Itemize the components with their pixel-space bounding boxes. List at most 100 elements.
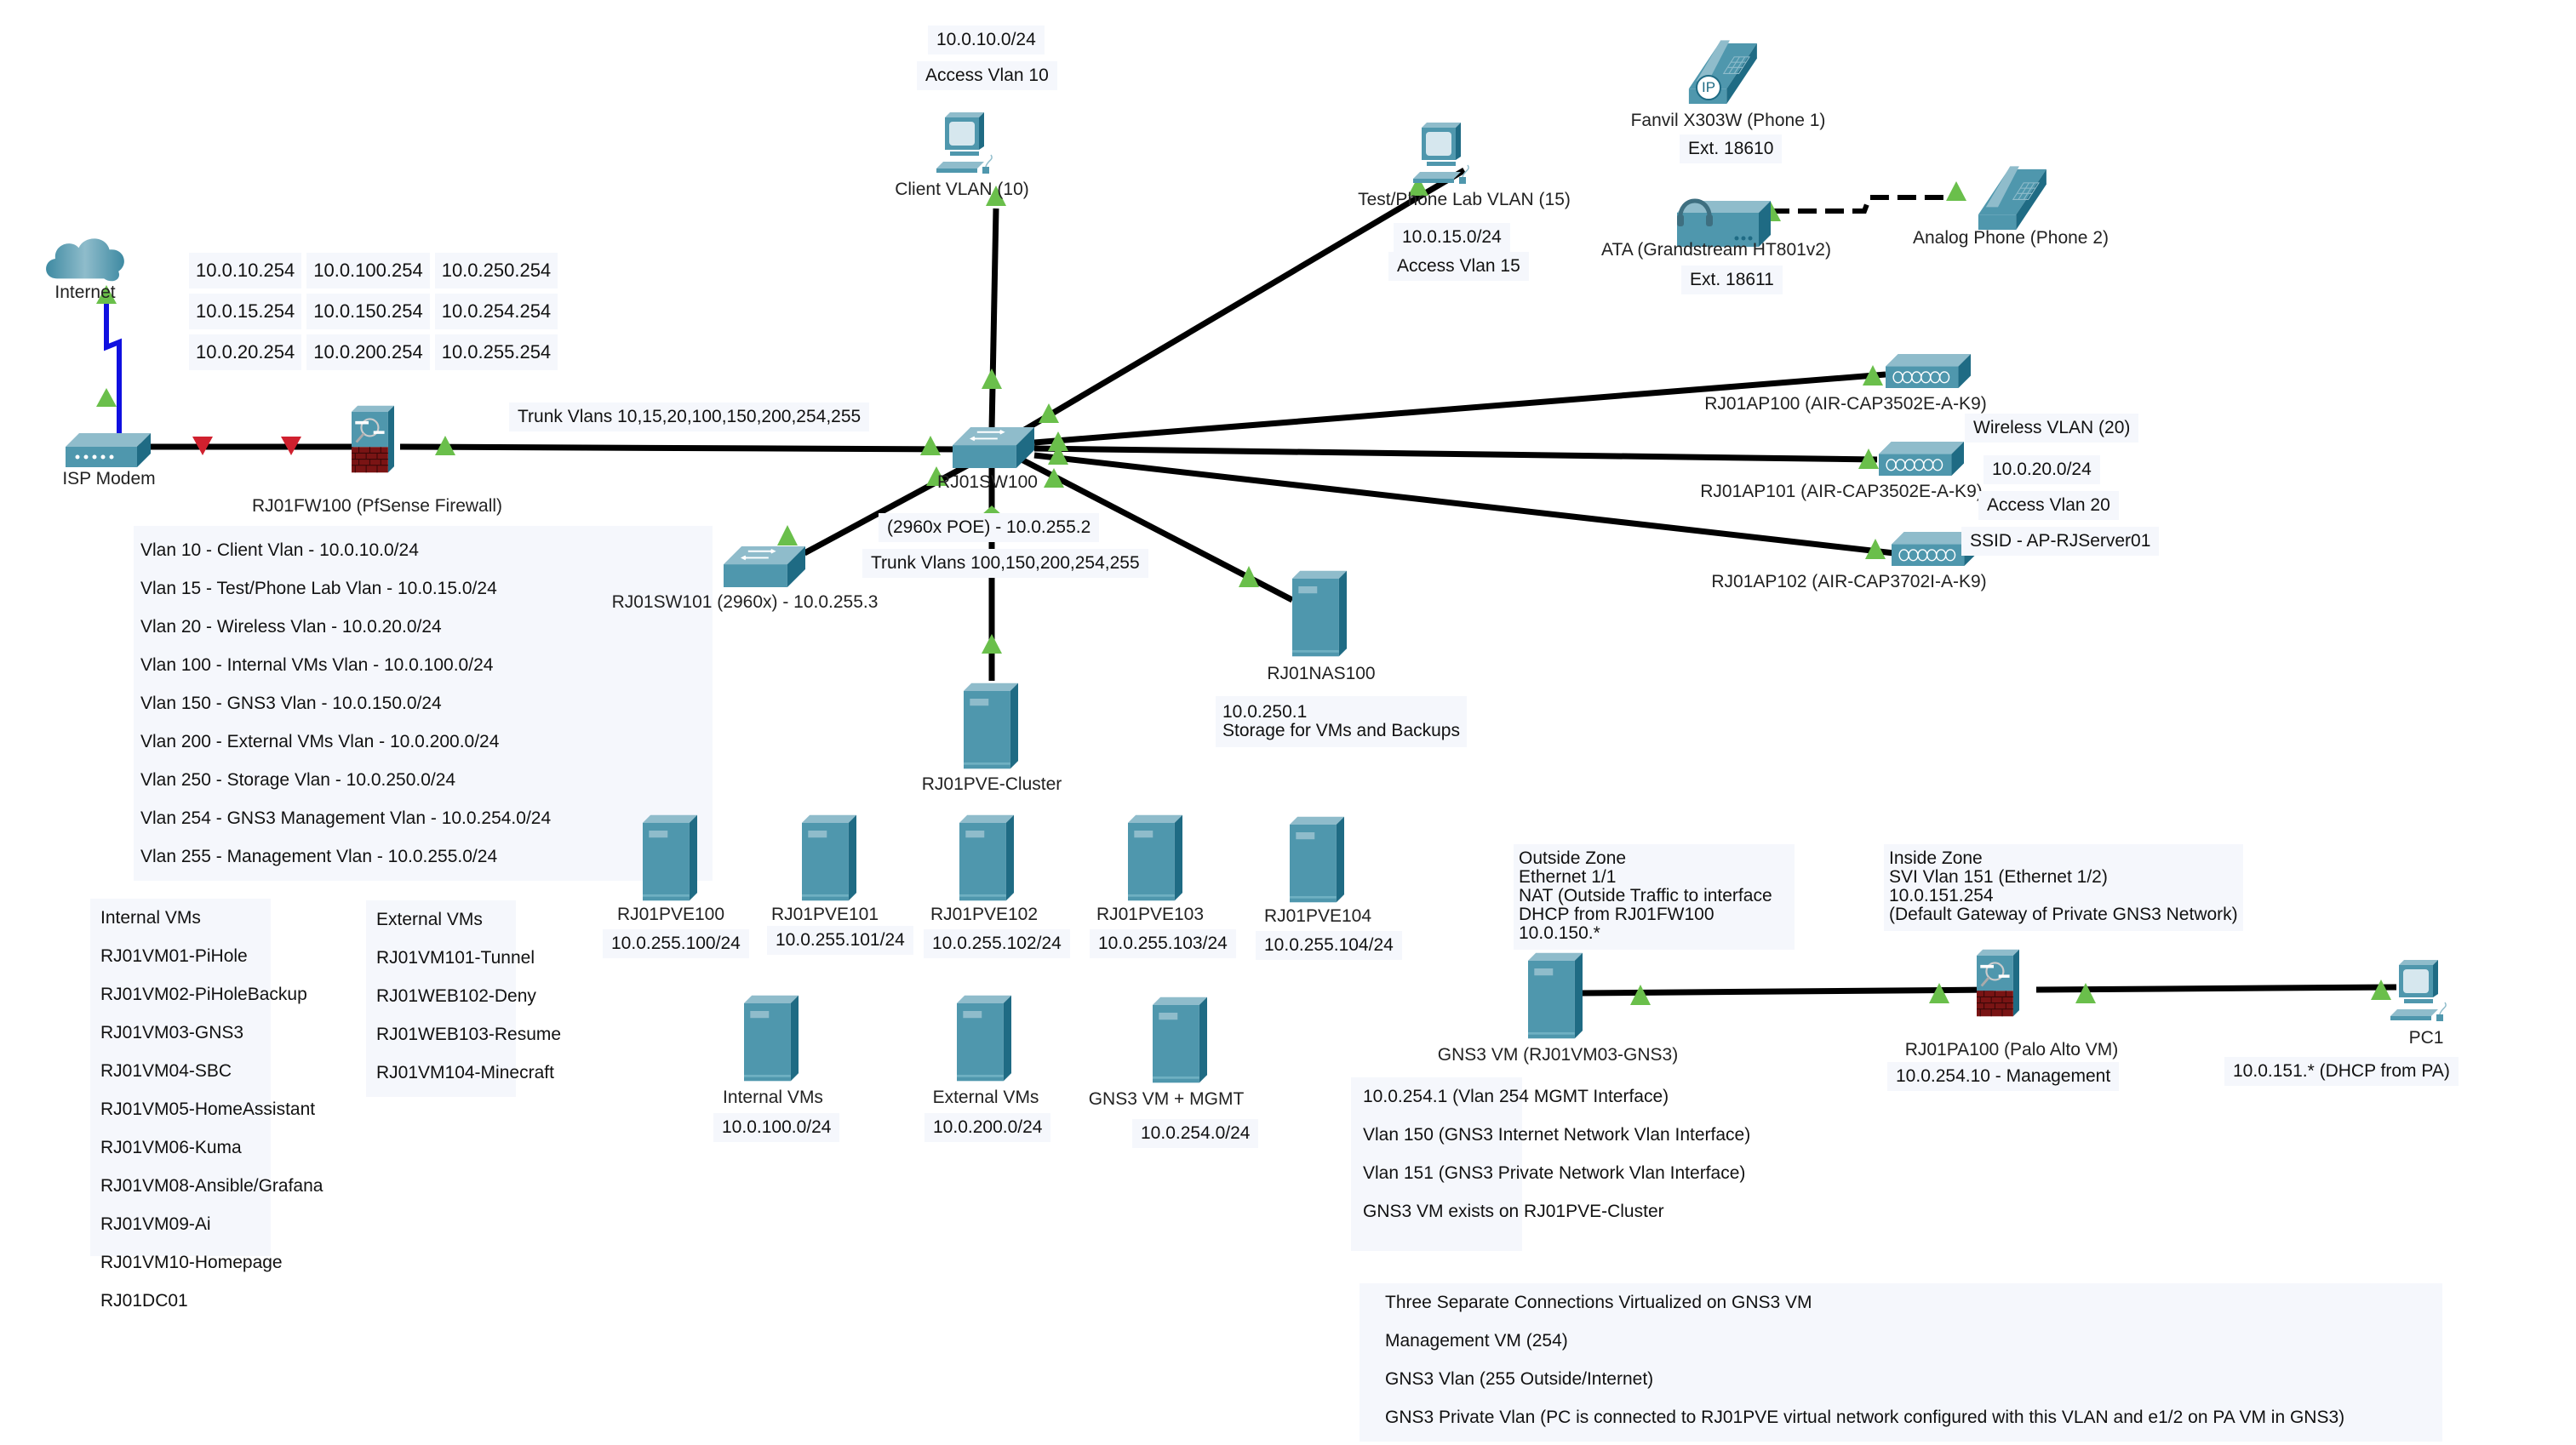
server-icon[interactable]	[964, 681, 1018, 771]
nas-note: 10.0.250.1 Storage for VMs and Backups	[1216, 696, 1467, 747]
port-up-marker	[1239, 566, 1259, 587]
server-icon[interactable]	[1528, 951, 1583, 1041]
server-icon	[1153, 995, 1207, 1085]
cloud-icon[interactable]	[41, 231, 131, 286]
external-vms-list: External VMs RJ01VM101-Tunnel RJ01WEB102…	[366, 900, 562, 1097]
vm-group-name: External VMs	[932, 1088, 1039, 1107]
ip-phone-ext: Ext. 18610	[1680, 134, 1783, 163]
test-subnet-note: 10.0.15.0/24	[1394, 223, 1510, 252]
gateway-ip: 10.0.100.254	[306, 253, 430, 288]
pve-node[interactable]: RJ01PVE101 10.0.255.101/24	[762, 813, 913, 957]
firewall-icon[interactable]	[1977, 949, 2019, 1017]
vm-group[interactable]: Internal VMs 10.0.100.0/24	[707, 991, 843, 1145]
gateway-ip: 10.0.150.254	[306, 294, 430, 329]
gns3-summary-item: GNS3 Vlan (255 Outside/Internet)	[1385, 1369, 1654, 1389]
port-up-marker	[982, 368, 1002, 389]
external-vm-item: RJ01WEB103-Resume	[376, 1025, 562, 1044]
internal-vm-item: RJ01VM10-Homepage	[100, 1253, 283, 1272]
gateway-ip: 10.0.200.254	[306, 334, 430, 370]
port-down-marker	[281, 437, 301, 455]
switch-icon[interactable]	[722, 546, 807, 587]
pve-node[interactable]: RJ01PVE104 10.0.255.104/24	[1256, 813, 1405, 960]
pve-node[interactable]: RJ01PVE100 10.0.255.100/24	[596, 813, 749, 958]
vm-group[interactable]: GNS3 VM + MGMT 10.0.254.0/24	[1089, 991, 1260, 1148]
test-access-vlan-note: Access Vlan 15	[1388, 252, 1529, 281]
port-up-marker	[982, 634, 1002, 654]
internal-vm-item: RJ01VM09-Ai	[100, 1214, 211, 1234]
vm-group-net: 10.0.200.0/24	[924, 1113, 1051, 1142]
link-ata-analog-phone[interactable]	[1771, 195, 1958, 214]
gateway-ip: 10.0.15.254	[189, 294, 302, 329]
pve-node-ip: 10.0.255.102/24	[924, 929, 1070, 958]
pc1-ip-note: 10.0.151.* (DHCP from PA)	[2224, 1057, 2459, 1086]
port-up-marker	[435, 436, 455, 455]
link-firewall-switch[interactable]	[399, 443, 963, 453]
vm-group-name: Internal VMs	[723, 1088, 823, 1107]
port-down-marker	[192, 437, 213, 455]
external-vm-item: RJ01VM101-Tunnel	[376, 948, 535, 968]
switch-icon[interactable]	[951, 427, 1036, 468]
client-subnet-note: 10.0.10.0/24	[928, 26, 1045, 54]
port-up-marker	[986, 186, 1006, 206]
pve-node-name: RJ01PVE100	[616, 905, 725, 924]
analog-phone-label: Analog Phone (Phone 2)	[1912, 228, 2109, 248]
vlan-list-item: Vlan 150 - GNS3 Vlan - 10.0.150.0/24	[140, 694, 442, 713]
internal-vms-title: Internal VMs	[100, 908, 201, 928]
server-icon	[957, 993, 1011, 1083]
pve-node[interactable]: RJ01PVE102 10.0.255.102/24	[924, 813, 1070, 958]
link-internet-modem[interactable]	[104, 294, 122, 434]
pve-node-name: RJ01PVE104	[1263, 906, 1372, 926]
ap100-label: RJ01AP100 (AIR-CAP3502E-A-K9)	[1704, 394, 1987, 414]
ata-ext: Ext. 18611	[1681, 266, 1783, 294]
gns3-summary-item: Three Separate Connections Virtualized o…	[1385, 1293, 1812, 1312]
server-icon	[1290, 814, 1344, 905]
port-up-marker	[1044, 468, 1064, 488]
vlan-list-item: Vlan 15 - Test/Phone Lab Vlan - 10.0.15.…	[140, 579, 497, 598]
port-up-marker	[96, 388, 117, 407]
link-paloalto-pc1[interactable]	[2035, 984, 2397, 993]
server-icon[interactable]	[1292, 568, 1347, 659]
internal-vm-item: RJ01VM06-Kuma	[100, 1138, 242, 1157]
pc-icon[interactable]	[936, 112, 1005, 180]
server-icon	[1128, 813, 1182, 903]
gateway-ip: 10.0.10.254	[189, 253, 302, 288]
wireless-ssid-note: SSID - AP-RJServer01	[1961, 527, 2160, 556]
port-up-marker	[1946, 181, 1966, 201]
vlan-list-item: Vlan 10 - Client Vlan - 10.0.10.0/24	[140, 540, 419, 560]
pc-icon[interactable]	[1413, 123, 1481, 191]
trunk-vlans-note: Trunk Vlans 10,15,20,100,150,200,254,255	[509, 403, 870, 431]
gns3-vm-notes: 10.0.254.1 (Vlan 254 MGMT Interface) Vla…	[1351, 1077, 1750, 1251]
link-switch-test-pc[interactable]	[1016, 167, 1466, 437]
vlan-list-item: Vlan 100 - Internal VMs Vlan - 10.0.100.…	[140, 655, 494, 675]
link-switch-client-pc[interactable]	[988, 208, 999, 431]
inside-zone-note: Inside Zone SVI Vlan 151 (Ethernet 1/2) …	[1884, 844, 2243, 931]
port-up-marker	[1408, 176, 1428, 196]
ata-icon[interactable]	[1669, 187, 1771, 247]
link-switch-ap102[interactable]	[1033, 452, 1895, 557]
gns3-summary-notes: Three Separate Connections Virtualized o…	[1360, 1283, 2442, 1442]
access-point-icon[interactable]	[1886, 353, 1971, 389]
outside-zone-note: Outside Zone Ethernet 1/1 NAT (Outside T…	[1514, 844, 1795, 950]
internal-vm-item: RJ01VM08-Ansible/Grafana	[100, 1176, 323, 1196]
link-switch-ap100[interactable]	[1033, 371, 1886, 446]
external-vm-item: RJ01WEB102-Deny	[376, 986, 536, 1006]
pc-icon[interactable]	[2390, 960, 2459, 1028]
test-pc-label: Test/Phone Lab VLAN (15)	[1358, 190, 1571, 209]
firewall-icon[interactable]	[352, 405, 394, 473]
port-up-marker	[2371, 980, 2391, 1000]
core-switch-model-note: (2960x POE) - 10.0.255.2	[879, 513, 1100, 542]
pve-node-name: RJ01PVE103	[1096, 905, 1205, 924]
server-icon	[643, 813, 697, 903]
analog-phone-icon[interactable]	[1958, 162, 2052, 230]
modem-icon[interactable]	[66, 433, 151, 467]
vm-group[interactable]: External VMs 10.0.200.0/24	[919, 991, 1056, 1145]
port-up-marker	[926, 466, 947, 486]
port-up-marker	[1863, 365, 1883, 386]
pve-node[interactable]: RJ01PVE103 10.0.255.103/24	[1090, 813, 1239, 958]
pve-node-name: RJ01PVE102	[930, 905, 1039, 924]
internal-vm-item: RJ01VM01-PiHole	[100, 946, 248, 966]
link-gns3vm-paloalto[interactable]	[1581, 986, 1995, 997]
link-switch-ap101[interactable]	[1033, 445, 1878, 463]
access-point-icon[interactable]	[1879, 441, 1964, 477]
isp-modem-label: ISP Modem	[62, 469, 156, 488]
